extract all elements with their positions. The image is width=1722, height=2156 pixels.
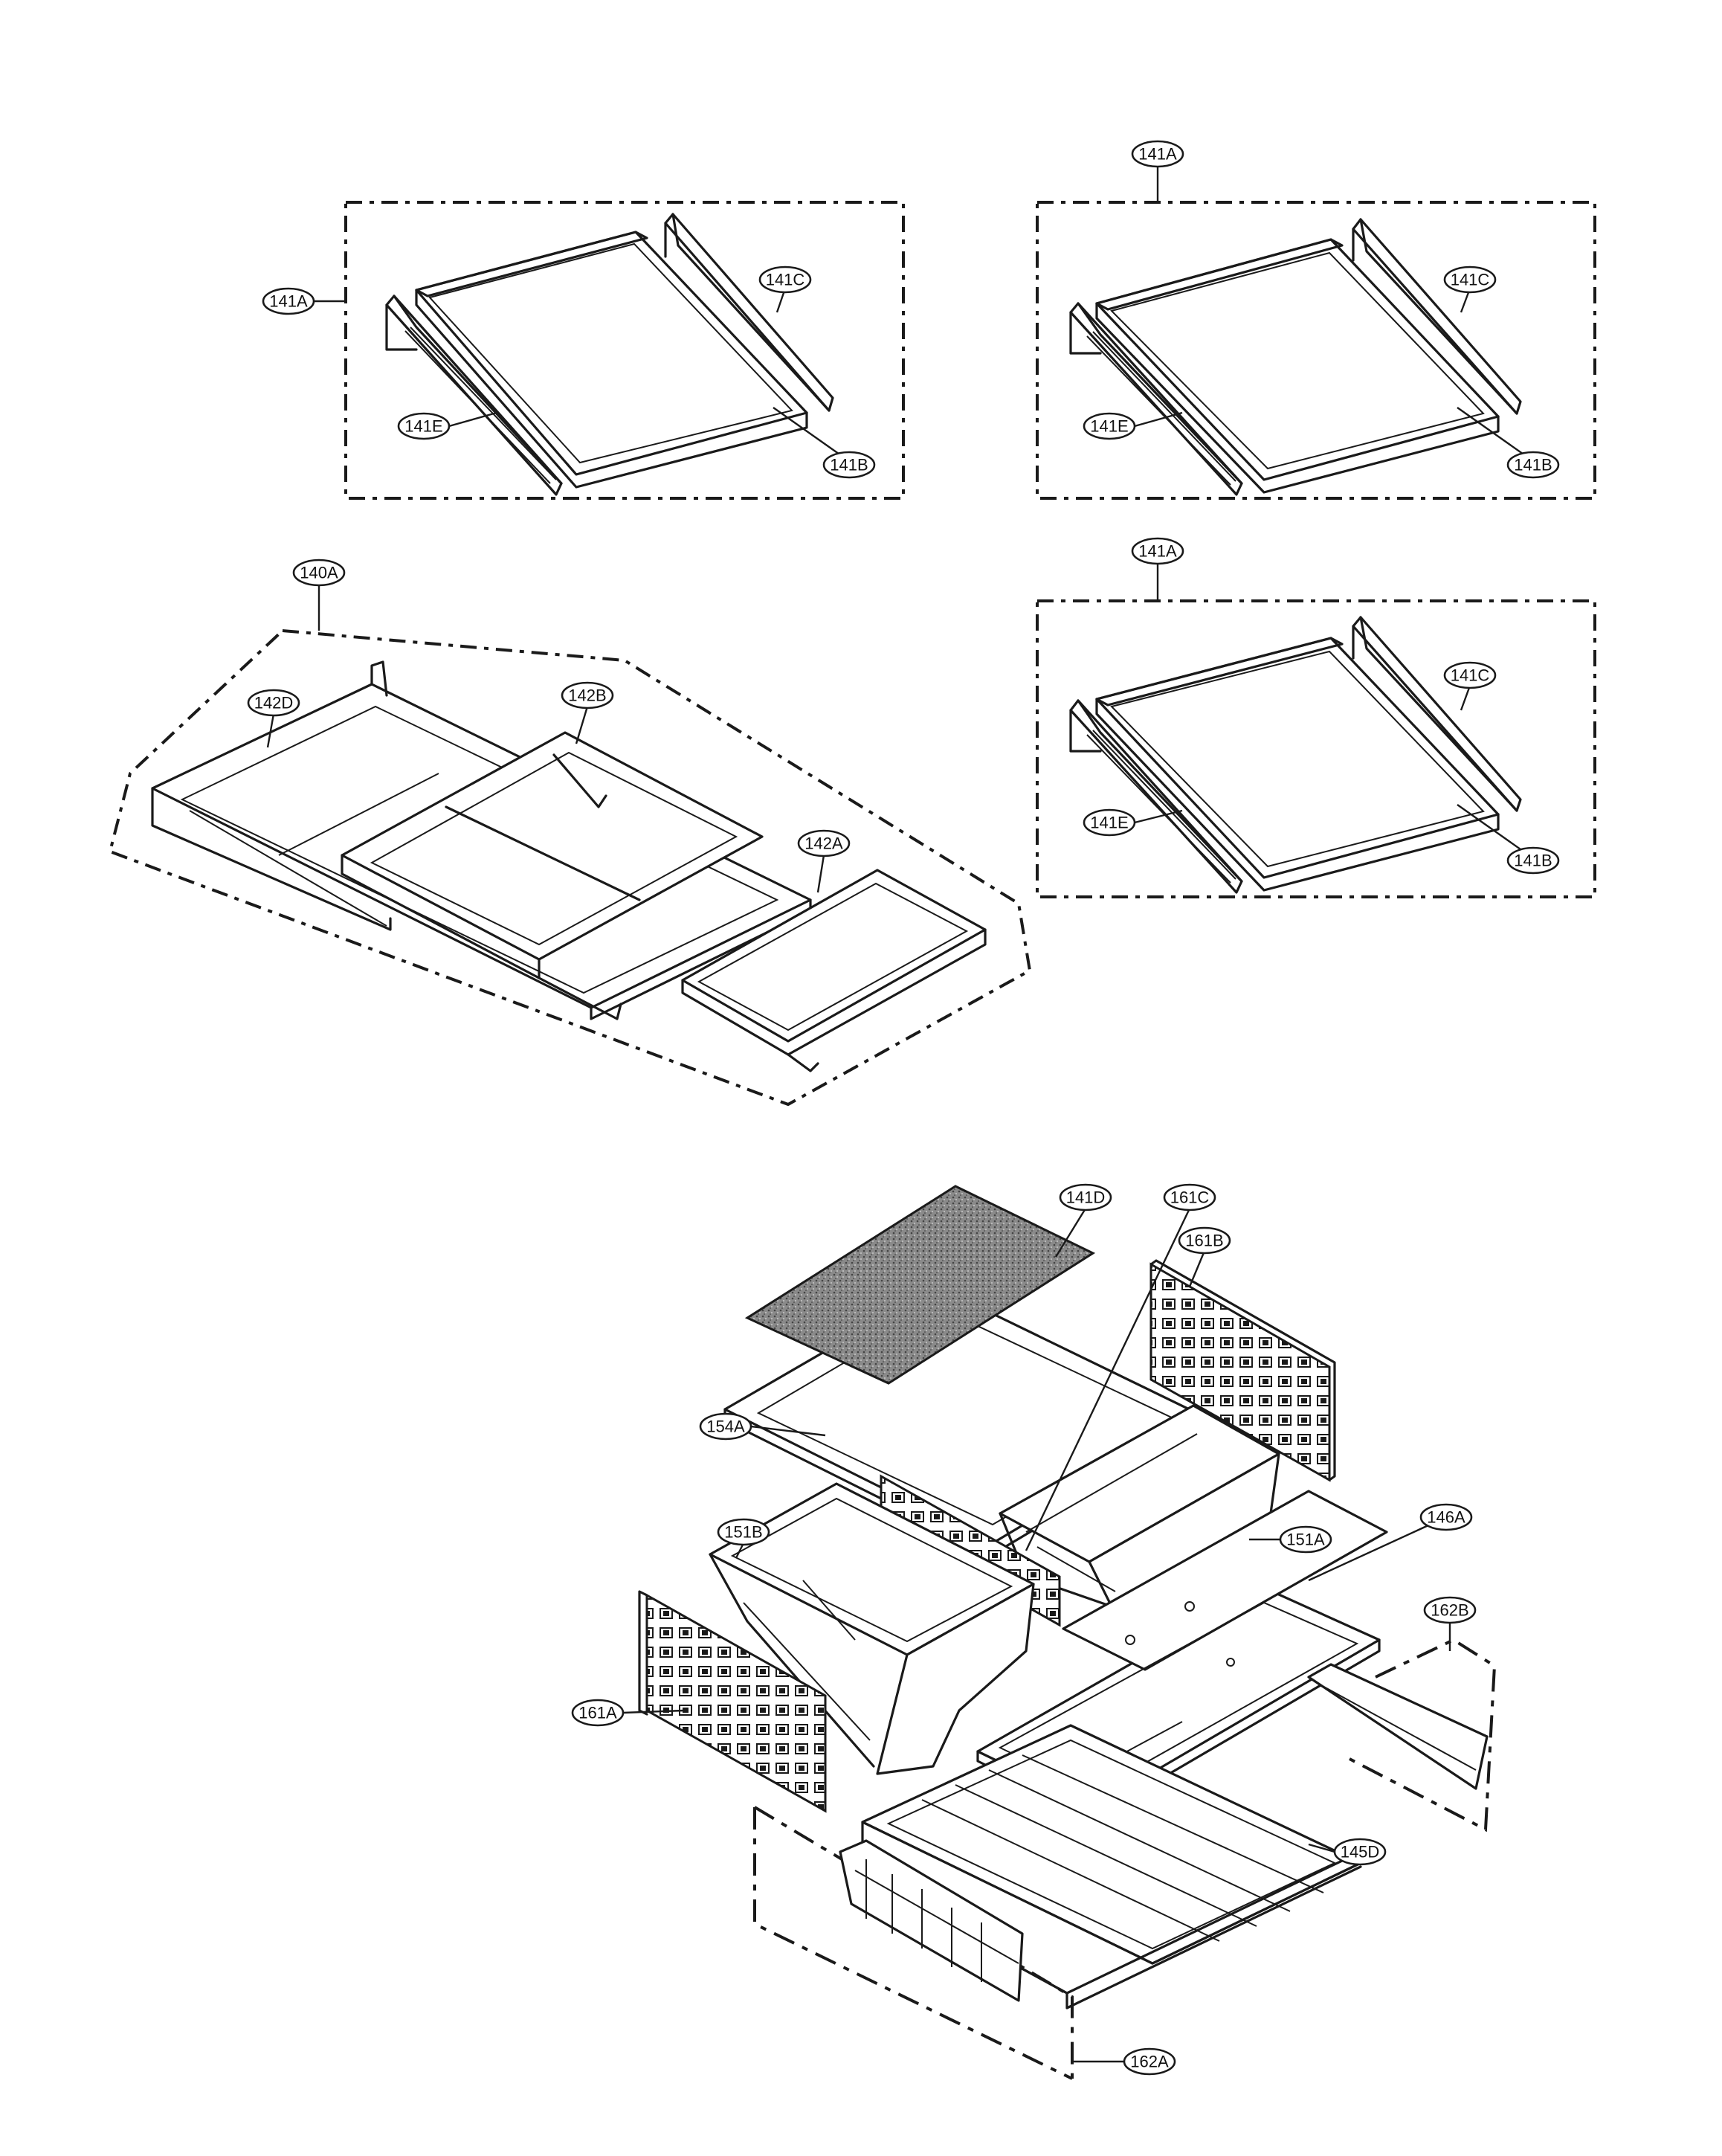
callout-label: 145D bbox=[1341, 1843, 1380, 1861]
shelf-assembly-3 bbox=[1036, 599, 1596, 898]
callout-140A: 140A bbox=[292, 559, 346, 587]
right-rail bbox=[1352, 218, 1522, 415]
callout-label: 141A bbox=[1138, 542, 1177, 561]
callout-label: 141A bbox=[269, 292, 308, 311]
callout-154A: 154A bbox=[699, 1412, 752, 1441]
callout-label: 141B bbox=[830, 456, 868, 474]
callout-label: 141E bbox=[404, 417, 442, 436]
callout-141C: 141C bbox=[1443, 661, 1497, 689]
callout-146A: 146A bbox=[1419, 1503, 1473, 1531]
callout-label: 154A bbox=[706, 1418, 745, 1436]
callout-label: 141C bbox=[1451, 271, 1490, 289]
callout-label: 141C bbox=[1451, 666, 1490, 685]
callout-161A: 161A bbox=[571, 1699, 625, 1727]
callout-145D: 145D bbox=[1333, 1838, 1387, 1866]
glass-insert bbox=[744, 1185, 1096, 1385]
callout-label: 142B bbox=[568, 686, 606, 705]
split-shelf-assembly bbox=[108, 628, 1032, 1107]
callout-label: 151B bbox=[724, 1523, 762, 1542]
callout-141B: 141B bbox=[1506, 846, 1560, 875]
callout-label: 141B bbox=[1514, 456, 1552, 474]
callout-label: 162A bbox=[1130, 2053, 1169, 2071]
callout-151A: 151A bbox=[1279, 1525, 1332, 1554]
callout-142D: 142D bbox=[247, 689, 300, 717]
glass-shelf-frame bbox=[1095, 238, 1500, 481]
callout-141E: 141E bbox=[1083, 412, 1136, 440]
group-boundary-2 bbox=[1036, 201, 1596, 500]
right-rail bbox=[664, 213, 834, 412]
callout-label: 142D bbox=[254, 694, 294, 712]
callout-141A: 141A bbox=[1131, 537, 1184, 565]
callout-label: 141E bbox=[1090, 417, 1128, 436]
callout-141A: 141A bbox=[262, 287, 315, 315]
callout-label: 151A bbox=[1286, 1531, 1325, 1549]
glass-shelf-frame bbox=[1095, 637, 1500, 879]
callout-161C: 161C bbox=[1163, 1183, 1216, 1211]
right-rail bbox=[1352, 616, 1522, 812]
group-boundary-1 bbox=[344, 201, 905, 500]
callout-151B: 151B bbox=[717, 1518, 770, 1546]
split-glass-frame bbox=[341, 731, 764, 961]
side-cover-left bbox=[839, 1839, 1024, 2002]
drawer-left-front bbox=[876, 1583, 1035, 1775]
glass-shelf-frame bbox=[415, 231, 808, 476]
callout-label: 140A bbox=[300, 564, 338, 582]
callout-141B: 141B bbox=[822, 451, 876, 479]
callout-label: 161C bbox=[1170, 1188, 1210, 1207]
callout-161B: 161B bbox=[1178, 1226, 1231, 1255]
callout-label: 142A bbox=[804, 834, 843, 853]
callout-142B: 142B bbox=[561, 681, 614, 709]
group-boundary-162A bbox=[753, 1806, 1074, 2080]
shelf-assembly-1 bbox=[344, 201, 905, 500]
callout-141E: 141E bbox=[1083, 808, 1136, 837]
partition-grille-left bbox=[645, 1593, 827, 1813]
callout-label: 162B bbox=[1431, 1601, 1468, 1620]
group-boundary-140A bbox=[108, 628, 1032, 1107]
crisper-assembly bbox=[638, 1185, 1497, 2080]
callout-141A: 141A bbox=[1131, 140, 1184, 168]
callout-label: 141E bbox=[1090, 814, 1128, 832]
callout-141C: 141C bbox=[758, 266, 812, 294]
callout-162A: 162A bbox=[1123, 2047, 1176, 2076]
callout-141C: 141C bbox=[1443, 266, 1497, 294]
callout-label: 146A bbox=[1427, 1508, 1465, 1527]
callout-142A: 142A bbox=[797, 829, 851, 857]
group-boundary-3 bbox=[1036, 599, 1596, 898]
callout-label: 141B bbox=[1514, 852, 1552, 870]
callout-label: 141D bbox=[1066, 1188, 1106, 1207]
callout-label: 141C bbox=[766, 271, 805, 289]
callout-141D: 141D bbox=[1059, 1183, 1112, 1211]
callout-141E: 141E bbox=[397, 412, 451, 440]
callout-141B: 141B bbox=[1506, 451, 1560, 479]
callout-label: 161B bbox=[1185, 1232, 1223, 1250]
group-boundary-162B bbox=[1349, 1638, 1497, 1832]
callout-label: 141A bbox=[1138, 145, 1177, 164]
callout-label: 161A bbox=[578, 1704, 617, 1722]
callout-162B: 162B bbox=[1423, 1596, 1477, 1624]
shelf-assembly-2 bbox=[1036, 201, 1596, 500]
